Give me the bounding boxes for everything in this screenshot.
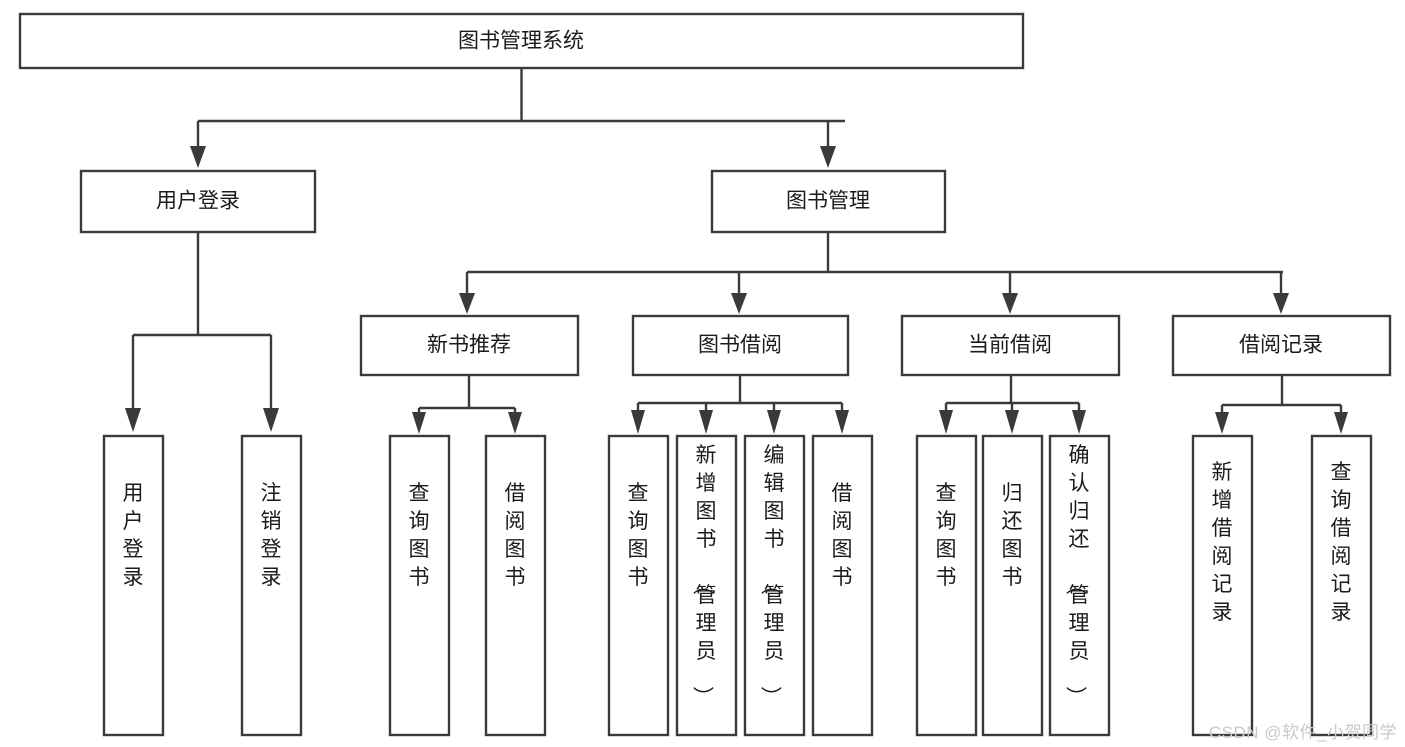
leaf-label-new-book-borrow: 借阅图书 xyxy=(505,482,526,589)
leaf-label-user-login-login: 用户登录 xyxy=(123,482,144,589)
arrow-head-leaf-logout xyxy=(263,408,279,432)
connector-group-borrow-record-to-leaves xyxy=(1215,375,1348,434)
leaf-node-user-login-logout[interactable]: 注销登录 xyxy=(240,434,303,737)
node-new-book-recommend-label: 新书推荐 xyxy=(427,334,511,357)
node-root-box[interactable] xyxy=(18,12,1025,70)
leaf-box-book-borrow-query[interactable] xyxy=(607,434,670,737)
leaf-node-book-borrow-add[interactable]: 新增图书（管理员） xyxy=(675,434,738,737)
node-borrow-record-box[interactable] xyxy=(1171,314,1392,377)
leaf-node-user-login-login[interactable]: 用户登录 xyxy=(102,434,165,737)
leaf-node-book-borrow-edit[interactable]: 编辑图书（管理员） xyxy=(743,434,806,737)
leaf-label-borrow-record-query: 查询借阅记录 xyxy=(1331,461,1352,624)
csdn-watermark: CSDN @软件_小贺同学 xyxy=(1208,723,1397,742)
leaf-node-current-borrow-return[interactable]: 归还图书 xyxy=(981,434,1044,737)
node-book-borrow-label: 图书借阅 xyxy=(698,334,782,357)
arrow-head-cb-leaf2 xyxy=(1005,410,1019,434)
node-book-manage[interactable]: 图书管理 xyxy=(710,169,947,234)
leaf-label-book-borrow-add: 新增图书（管理员） xyxy=(691,444,717,707)
leaf-box-book-borrow-add[interactable] xyxy=(675,434,738,737)
node-current-borrow[interactable]: 当前借阅 xyxy=(900,314,1121,377)
node-book-borrow-box[interactable] xyxy=(631,314,850,377)
arrow-head-leaf-user-login xyxy=(125,408,141,432)
node-new-book-recommend-box[interactable] xyxy=(359,314,580,377)
leaf-box-borrow-record-add[interactable] xyxy=(1191,434,1254,737)
connector-group-current-borrow-to-leaves xyxy=(939,375,1086,434)
leaf-box-book-borrow-edit[interactable] xyxy=(743,434,806,737)
connector-group-root-to-level1 xyxy=(190,68,845,168)
node-borrow-record[interactable]: 借阅记录 xyxy=(1171,314,1392,377)
arrow-head-bb-leaf3 xyxy=(767,410,781,434)
arrow-head-br-leaf1 xyxy=(1215,412,1229,434)
arrow-head-borrow-record xyxy=(1273,293,1289,314)
leaf-box-book-borrow-borrow[interactable] xyxy=(811,434,874,737)
leaf-box-user-login-logout[interactable] xyxy=(240,434,303,737)
node-root-system[interactable]: 图书管理系统 xyxy=(18,12,1025,70)
node-book-manage-label: 图书管理 xyxy=(786,190,870,213)
arrow-head-book-manage xyxy=(820,146,836,168)
node-book-borrow[interactable]: 图书借阅 xyxy=(631,314,850,377)
leaf-node-new-book-query[interactable]: 查询图书 xyxy=(388,434,451,737)
arrow-head-new-book-recommend xyxy=(459,293,475,314)
arrow-head-cb-leaf3 xyxy=(1072,410,1086,434)
arrow-head-nb-leaf1 xyxy=(412,412,426,434)
leaf-box-current-borrow-confirm[interactable] xyxy=(1048,434,1111,737)
leaf-node-borrow-record-query[interactable]: 查询借阅记录 xyxy=(1310,434,1373,737)
connector-group-new-book-to-leaves xyxy=(412,375,522,434)
arrow-head-current-borrow xyxy=(1002,293,1018,314)
arrow-head-nb-leaf2 xyxy=(508,412,522,434)
connector-group-user-login-to-leaves xyxy=(125,232,279,432)
leaf-box-borrow-record-query[interactable] xyxy=(1310,434,1373,737)
leaf-label-borrow-record-add: 新增借阅记录 xyxy=(1212,461,1233,624)
leaf-box-new-book-query[interactable] xyxy=(388,434,451,737)
node-user-login-box[interactable] xyxy=(79,169,317,234)
leaf-label-current-borrow-confirm: 确认归还（管理员） xyxy=(1064,444,1090,707)
leaf-node-current-borrow-confirm[interactable]: 确认归还（管理员） xyxy=(1048,434,1111,737)
leaf-label-book-borrow-query: 查询图书 xyxy=(628,482,649,589)
node-borrow-record-label: 借阅记录 xyxy=(1239,334,1323,357)
arrow-head-bb-leaf1 xyxy=(631,410,645,434)
leaf-label-book-borrow-borrow: 借阅图书 xyxy=(832,482,853,589)
leaf-node-borrow-record-add[interactable]: 新增借阅记录 xyxy=(1191,434,1254,737)
connector-group-book-borrow-to-leaves xyxy=(631,375,849,434)
leaf-label-new-book-query: 查询图书 xyxy=(409,482,430,589)
leaf-node-book-borrow-borrow[interactable]: 借阅图书 xyxy=(811,434,874,737)
leaf-label-book-borrow-edit: 编辑图书（管理员） xyxy=(759,444,785,707)
leaf-label-current-borrow-return: 归还图书 xyxy=(1002,482,1023,589)
leaf-label-user-login-logout: 注销登录 xyxy=(261,482,282,589)
arrow-head-br-leaf2 xyxy=(1334,412,1348,434)
leaf-node-current-borrow-query[interactable]: 查询图书 xyxy=(915,434,978,737)
arrow-head-bb-leaf2 xyxy=(699,410,713,434)
node-current-borrow-box[interactable] xyxy=(900,314,1121,377)
node-current-borrow-label: 当前借阅 xyxy=(968,334,1052,357)
node-root-label: 图书管理系统 xyxy=(458,30,584,53)
arrow-head-book-borrow xyxy=(731,293,747,314)
arrow-head-user-login xyxy=(190,146,206,168)
leaf-box-current-borrow-return[interactable] xyxy=(981,434,1044,737)
leaf-node-new-book-borrow[interactable]: 借阅图书 xyxy=(484,434,547,737)
arrow-head-cb-leaf1 xyxy=(939,410,953,434)
leaf-node-book-borrow-query[interactable]: 查询图书 xyxy=(607,434,670,737)
node-new-book-recommend[interactable]: 新书推荐 xyxy=(359,314,580,377)
leaf-box-new-book-borrow[interactable] xyxy=(484,434,547,737)
arrow-head-bb-leaf4 xyxy=(835,410,849,434)
leaf-label-current-borrow-query: 查询图书 xyxy=(936,482,957,589)
leaf-box-user-login-login[interactable] xyxy=(102,434,165,737)
node-user-login-label: 用户登录 xyxy=(156,190,240,213)
node-user-login[interactable]: 用户登录 xyxy=(79,169,317,234)
connector-group-book-manage-to-level2 xyxy=(459,232,1289,314)
leaf-box-current-borrow-query[interactable] xyxy=(915,434,978,737)
node-book-manage-box[interactable] xyxy=(710,169,947,234)
